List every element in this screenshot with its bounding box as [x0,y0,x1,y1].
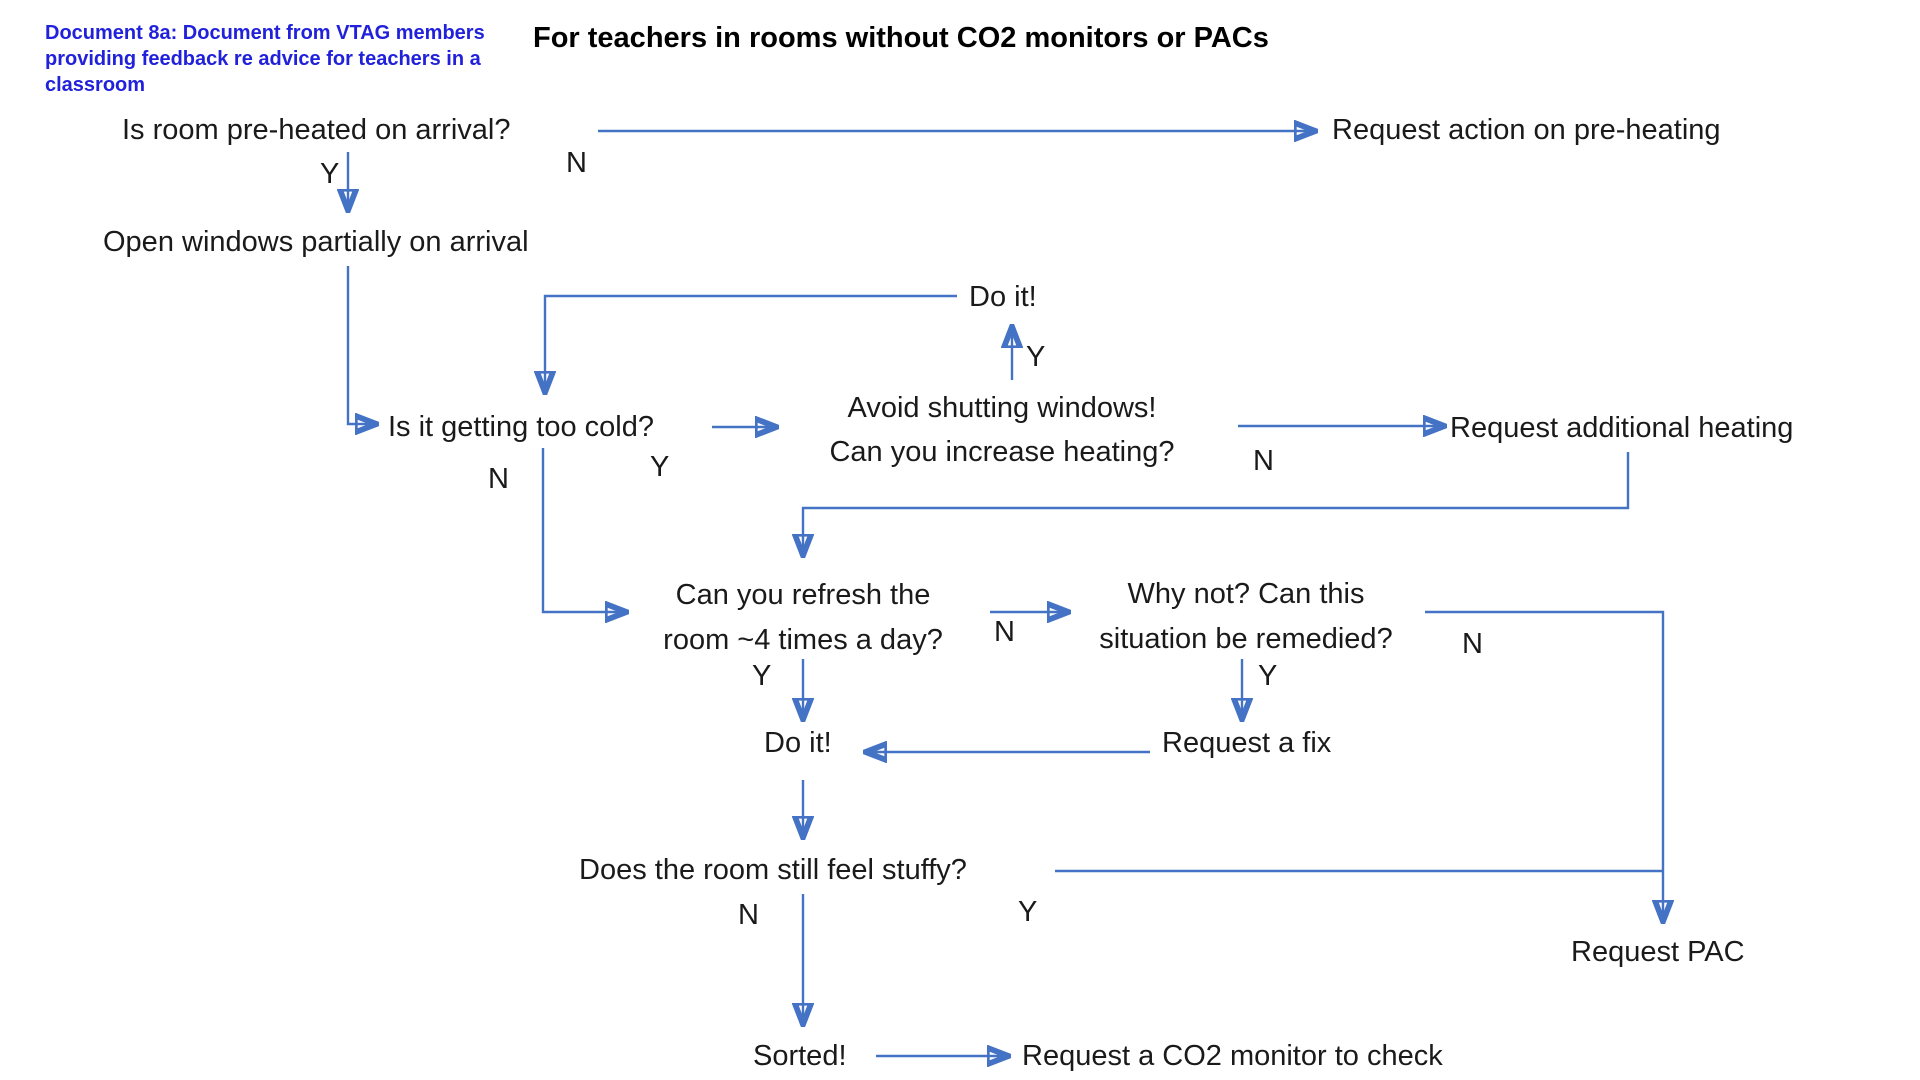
node-avoid-shutting-line1: Avoid shutting windows! [847,392,1157,424]
edge-label-why-not-no: N [1462,628,1483,660]
node-request-preheat-action: Request action on pre-heating [1332,114,1721,146]
edge-whynot-no-to-pac [1425,610,1663,919]
node-request-additional-heating: Request additional heating [1450,412,1794,444]
edge-label-too-cold-no: N [488,463,509,495]
node-do-it-2: Do it! [764,727,832,759]
edge-openwindows-to-toocold [346,266,374,424]
node-refresh-line1: Can you refresh the [675,579,931,611]
edge-label-refresh-no: N [994,616,1015,648]
doc-label-line1: Document 8a: Document from VTAG members [45,22,485,44]
doc-label: Document 8a: Document from VTAG members … [45,20,565,98]
node-why-not-line1: Why not? Can this [1127,578,1365,610]
edge-heating-to-refresh [803,452,1630,553]
node-question-too-cold: Is it getting too cold? [388,411,654,443]
node-question-refresh-room: Can you refresh the room ~4 times a day? [650,573,956,663]
edge-label-avoid-no: N [1253,445,1274,477]
node-request-co2-monitor: Request a CO2 monitor to check [1022,1040,1443,1072]
edge-label-why-not-yes: Y [1258,660,1278,692]
node-avoid-shutting-line2: Can you increase heating? [829,436,1175,468]
edge-doit1-loop-to-toocold [545,294,957,390]
edge-label-avoid-yes: Y [1026,341,1046,373]
node-request-fix: Request a fix [1162,727,1332,759]
node-do-it-1: Do it! [969,281,1037,313]
doc-label-line3: classroom [45,74,146,96]
edge-label-refresh-yes: Y [752,660,772,692]
edge-label-preheat-no: N [566,147,587,179]
edge-label-stuffy-no: N [738,899,759,931]
node-why-not-line2: situation be remedied? [1099,623,1393,655]
node-question-stuffy: Does the room still feel stuffy? [579,854,967,886]
edge-label-preheat-yes: Y [320,158,340,190]
node-request-pac: Request PAC [1571,936,1745,968]
node-sorted: Sorted! [753,1040,847,1072]
page-title: For teachers in rooms without CO2 monito… [533,22,1269,54]
node-open-windows: Open windows partially on arrival [103,226,529,258]
node-avoid-shutting-windows: Avoid shutting windows! Can you increase… [807,386,1197,474]
edge-label-too-cold-yes: Y [650,451,670,483]
node-refresh-line2: room ~4 times a day? [663,624,943,656]
node-question-why-not: Why not? Can this situation be remedied? [1086,572,1406,662]
edge-label-stuffy-yes: Y [1018,896,1038,928]
node-question-preheated: Is room pre-heated on arrival? [122,114,511,146]
doc-label-line2: providing feedback re advice for teacher… [45,48,481,70]
edge-toocold-no-to-refresh [541,448,624,612]
